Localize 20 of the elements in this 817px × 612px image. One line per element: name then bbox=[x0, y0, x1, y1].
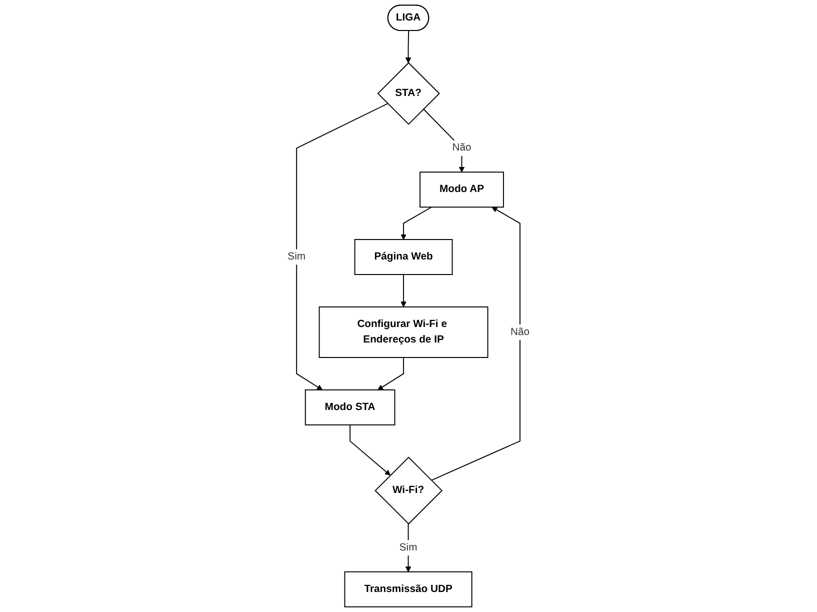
edge-label: Não bbox=[510, 326, 530, 338]
edge-label: Não bbox=[452, 142, 472, 154]
arrow bbox=[400, 274, 406, 308]
arrow bbox=[430, 206, 520, 481]
edge-label: Sim bbox=[288, 251, 306, 262]
arrow bbox=[400, 206, 432, 240]
arrow bbox=[350, 424, 390, 476]
node-box: Página Web bbox=[354, 239, 453, 275]
node-diamond: Wi-Fi? bbox=[374, 456, 442, 525]
arrow bbox=[405, 523, 412, 572]
node-box: Modo AP bbox=[419, 172, 504, 208]
node-diamond: STA? bbox=[377, 62, 440, 125]
arrow bbox=[422, 108, 465, 172]
arrow bbox=[296, 103, 388, 390]
edge-label: Sim bbox=[399, 542, 418, 554]
arrow bbox=[377, 357, 404, 390]
arrow bbox=[405, 30, 412, 64]
node-box: Modo STA bbox=[304, 389, 396, 426]
node-box: Transmissão UDP bbox=[344, 571, 472, 608]
node-box: Configurar Wi-Fi e Endereços de IP bbox=[318, 306, 488, 358]
